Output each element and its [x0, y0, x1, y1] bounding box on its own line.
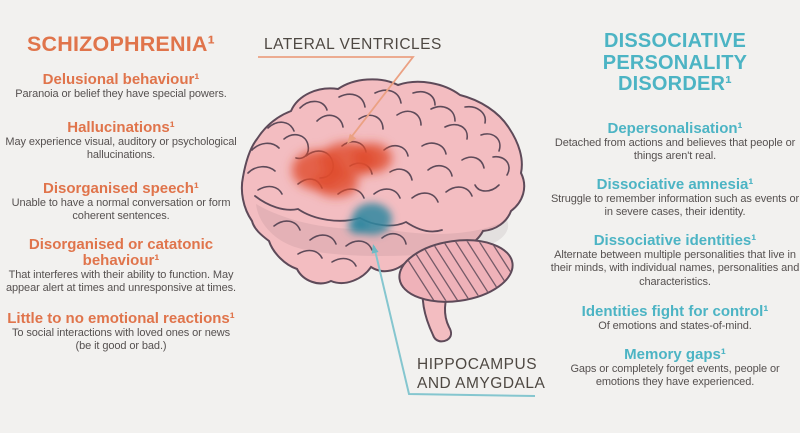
symptom-description: things aren't real.: [633, 150, 717, 162]
symptom-description: May experience visual, auditory or psych…: [5, 135, 237, 148]
lateral-ventricles-callout-line: [258, 56, 415, 144]
symptom-description: emotions they have experienced.: [595, 376, 755, 388]
hippocampus-label-line2: AND AMYGDALA: [417, 375, 546, 392]
hippocampus-callout-line: [371, 244, 536, 397]
lateral-ventricles-label: LATERAL VENTRICLES: [264, 36, 442, 53]
hippocampus-amygdala-label: HIPPOCAMPUS AND AMYGDALA: [417, 355, 545, 393]
symptom-description: Alternate between multiple personalities…: [554, 248, 796, 261]
brain-cerebrum: [240, 78, 526, 285]
dpd-column: DISSOCIATIVE PERSONALITY DISORDER¹ Deper…: [548, 30, 800, 390]
schizophrenia-title: SCHIZOPHRENIA¹: [27, 32, 215, 56]
symptom-heading: Identities fight for control¹: [581, 303, 769, 320]
symptom-description: Of emotions and states-of-mind.: [598, 320, 752, 332]
symptom-heading: Disorganised or catatonic: [28, 235, 214, 253]
symptom-description: Detached from actions and believes that …: [554, 136, 796, 149]
symptom-description: That interferes with their ability to fu…: [8, 268, 234, 281]
symptom-description: appear alert at times and unresponsive a…: [6, 282, 236, 294]
dpd-title-line1: DISSOCIATIVE: [603, 30, 747, 52]
symptom-heading: Dissociative amnesia¹: [596, 175, 754, 193]
symptom-description: Gaps or completely forget events, people…: [570, 362, 780, 375]
symptom-description: Unable to have a normal conversation or …: [11, 196, 231, 209]
symptom-description: Struggle to remember information such as…: [550, 192, 800, 205]
hippocampus-label-line1: HIPPOCAMPUS: [417, 356, 538, 373]
hippocampus-highlight: [348, 203, 392, 235]
dpd-title: DISSOCIATIVE PERSONALITY DISORDER¹: [548, 30, 800, 96]
symptom-heading: Memory gaps¹: [624, 345, 726, 363]
symptom-description: (be it good or bad.): [75, 340, 167, 352]
symptom-description: hallucinations.: [86, 149, 156, 161]
symptom-heading: Little to no emotional reactions¹: [7, 309, 235, 327]
symptom-heading: behaviour¹: [82, 251, 160, 269]
symptom-heading: Delusional behaviour¹: [42, 71, 200, 88]
lateral-ventricles-highlight: [292, 142, 392, 197]
symptom-description: coherent sentences.: [72, 210, 170, 222]
symptom-description: in severe cases, their identity.: [604, 206, 746, 218]
symptom-heading: Depersonalisation¹: [607, 119, 743, 137]
symptom-description: their minds, with individual names, pers…: [550, 262, 800, 274]
dpd-title-line2: PERSONALITY DISORDER¹: [602, 51, 748, 95]
symptom-description: To social interactions with loved ones o…: [12, 326, 230, 339]
symptom-heading: Disorganised speech¹: [43, 179, 199, 197]
symptom-description: Paranoia or belief they have special pow…: [15, 88, 227, 100]
symptom-heading: Hallucinations¹: [67, 118, 175, 136]
symptom-description: characteristics.: [639, 275, 711, 288]
symptom-heading: Dissociative identities¹: [593, 231, 757, 249]
